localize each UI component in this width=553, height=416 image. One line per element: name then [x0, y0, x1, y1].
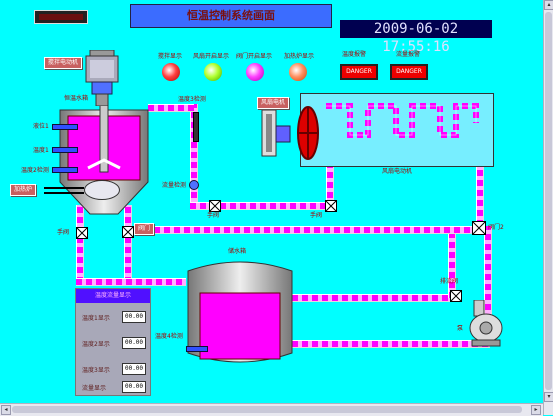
level-sensor-probe	[52, 124, 78, 130]
pipe-pump-return	[292, 340, 490, 348]
temp3-display-label: 温度3显示	[82, 367, 110, 374]
valve-left[interactable]	[122, 226, 134, 238]
heater-wire-top	[44, 187, 84, 189]
temp1-display-value: 00.00	[122, 311, 146, 323]
pump-icon	[469, 300, 503, 347]
pipe-pump-vertical	[484, 226, 492, 340]
temp3-sensor-label: 温度3检测	[178, 96, 206, 103]
stirring-motor-tag: 搅拌电动机	[44, 57, 83, 69]
flow-sensor-icon	[189, 180, 199, 190]
temp2-sensor-probe	[52, 167, 78, 173]
heater-indicator-light	[289, 63, 307, 81]
drain-valve-label: 排流阀	[440, 278, 459, 285]
hand-valve-1[interactable]	[209, 200, 221, 212]
temp1-sensor-label: 温度1	[33, 147, 49, 154]
page-title: 恒温控制系统画面	[130, 4, 332, 28]
valve-right[interactable]	[472, 221, 486, 235]
temp3-sensor-probe	[193, 112, 199, 142]
hand-valve-2-label: 手阀	[310, 212, 323, 219]
valve-left-tag: 阀门	[134, 223, 155, 235]
mixing-tank	[59, 102, 149, 215]
stirring-motor-icon	[85, 50, 119, 106]
stir-light-label: 搅拌显示	[158, 53, 183, 60]
heater-element	[84, 180, 120, 200]
flow-display-label: 流量显示	[82, 385, 107, 392]
scroll-left-arrow-icon[interactable]: ◂	[1, 405, 11, 415]
fan-motor-tag: 风扇电机	[257, 97, 290, 109]
pipe-to-hand-valves	[190, 202, 326, 210]
display-panel-title: 温度流量显示	[76, 289, 150, 303]
pipe-left2-down	[124, 205, 132, 283]
drain-valve[interactable]	[450, 290, 462, 302]
hand-valve-2[interactable]	[325, 200, 337, 212]
flow-alarm-label: 流量报警	[396, 51, 421, 58]
radiator-coil	[326, 103, 479, 138]
valve-indicator-light	[246, 63, 264, 81]
hand-valve-left[interactable]	[76, 227, 88, 239]
pipe-tank-top-horizontal	[148, 104, 194, 112]
pipe-valve-row	[124, 226, 482, 234]
pipe-right-down-to-pump-inlet	[448, 226, 456, 298]
fan-motor-label: 风扇电动机	[382, 168, 413, 175]
hand-valve-left-label: 手阀	[57, 229, 70, 236]
status-display-box	[34, 10, 88, 24]
scroll-up-arrow-icon[interactable]: ▴	[544, 0, 553, 10]
temp-alarm-indicator: DANGER	[340, 64, 378, 80]
display-panel: 温度流量显示 温度1显示 00.00 温度2显示 00.00 温度3显示 00.…	[75, 288, 151, 396]
pipe-to-pump	[292, 294, 452, 302]
fan-icon	[261, 106, 319, 160]
hand-valve-1-label: 手阀	[207, 212, 220, 219]
stir-indicator-light	[162, 63, 180, 81]
horizontal-scroll-thumb[interactable]	[12, 406, 522, 413]
pipe-bottom-left	[76, 278, 186, 286]
pump-label: 泵	[457, 325, 464, 332]
temp2-display-label: 温度2显示	[82, 341, 110, 348]
water-storage-tank	[187, 261, 293, 363]
temp1-sensor-probe	[52, 147, 78, 153]
pipe-tank-top-vertical	[190, 104, 198, 208]
status-display-inner	[39, 14, 83, 20]
temp2-sensor-label: 温度2检测	[21, 167, 49, 174]
flow-display-value: 00.00	[122, 381, 146, 393]
level-sensor-label: 液位1	[33, 123, 49, 130]
flow-alarm-indicator: DANGER	[390, 64, 428, 80]
scroll-right-arrow-icon[interactable]: ▸	[531, 405, 541, 415]
vertical-scroll-thumb[interactable]	[545, 12, 552, 390]
valve-light-label: 阀门开启显示	[236, 53, 273, 60]
valve-right-label: 阀门2	[488, 224, 504, 231]
temp1-display-label: 温度1显示	[82, 315, 110, 322]
water-tank-label: 储水箱	[228, 248, 247, 255]
temp3-display-value: 00.00	[122, 363, 146, 375]
temp4-sensor-label: 温度4检测	[155, 333, 183, 340]
temp4-sensor-probe	[186, 346, 208, 352]
horizontal-scrollbar[interactable]: ◂ ▸	[0, 403, 543, 416]
datetime-display: 2009-06-02 17:55:16	[340, 20, 492, 55]
heater-tag: 加热炉	[10, 184, 37, 196]
heater-light-label: 加热炉显示	[284, 53, 315, 60]
pipe-left-down	[76, 205, 84, 283]
temp2-display-value: 00.00	[122, 337, 146, 349]
vertical-scrollbar[interactable]: ▴ ▾	[543, 0, 553, 415]
fan-indicator-light	[204, 63, 222, 81]
flow-sensor-label: 流量检测	[162, 182, 187, 189]
heater-wire-bottom	[44, 192, 84, 194]
scroll-down-arrow-icon[interactable]: ▾	[544, 392, 553, 402]
tank-name-label: 恒温水箱	[64, 95, 89, 102]
fan-light-label: 风扇开启显示	[193, 53, 230, 60]
temp-alarm-label: 温度报警	[342, 51, 367, 58]
